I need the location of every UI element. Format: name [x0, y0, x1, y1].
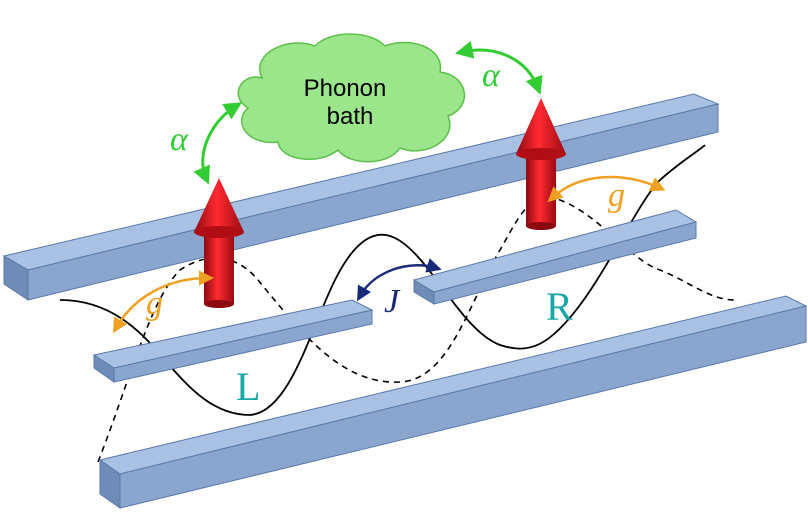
- j-coupling-arrow-icon: [356, 258, 442, 302]
- j-label: J: [384, 283, 401, 320]
- g-left-label: g: [146, 285, 163, 322]
- left-cavity-bar: [92, 299, 374, 383]
- cavity-left-label: L: [236, 364, 260, 409]
- g-left-arrow-icon: [113, 270, 214, 334]
- alpha-left-arrow-icon: [193, 102, 243, 185]
- cloud-label-line1: Phonon: [304, 75, 387, 102]
- alpha-right-label: α: [482, 57, 501, 94]
- cavity-right-label: R: [546, 284, 573, 329]
- bottom-waveguide-bar: [98, 295, 808, 509]
- alpha-left-label: α: [170, 121, 189, 158]
- phonon-bath-cloud: Phonon bath: [237, 33, 465, 163]
- g-right-label: g: [608, 177, 625, 214]
- alpha-right-arrow-icon: [454, 40, 543, 95]
- right-cavity-bar: [412, 209, 698, 305]
- g-right-arrow-icon: [547, 175, 666, 203]
- cloud-label-line2: bath: [327, 103, 374, 130]
- left-spin-arrow-icon: [194, 178, 244, 308]
